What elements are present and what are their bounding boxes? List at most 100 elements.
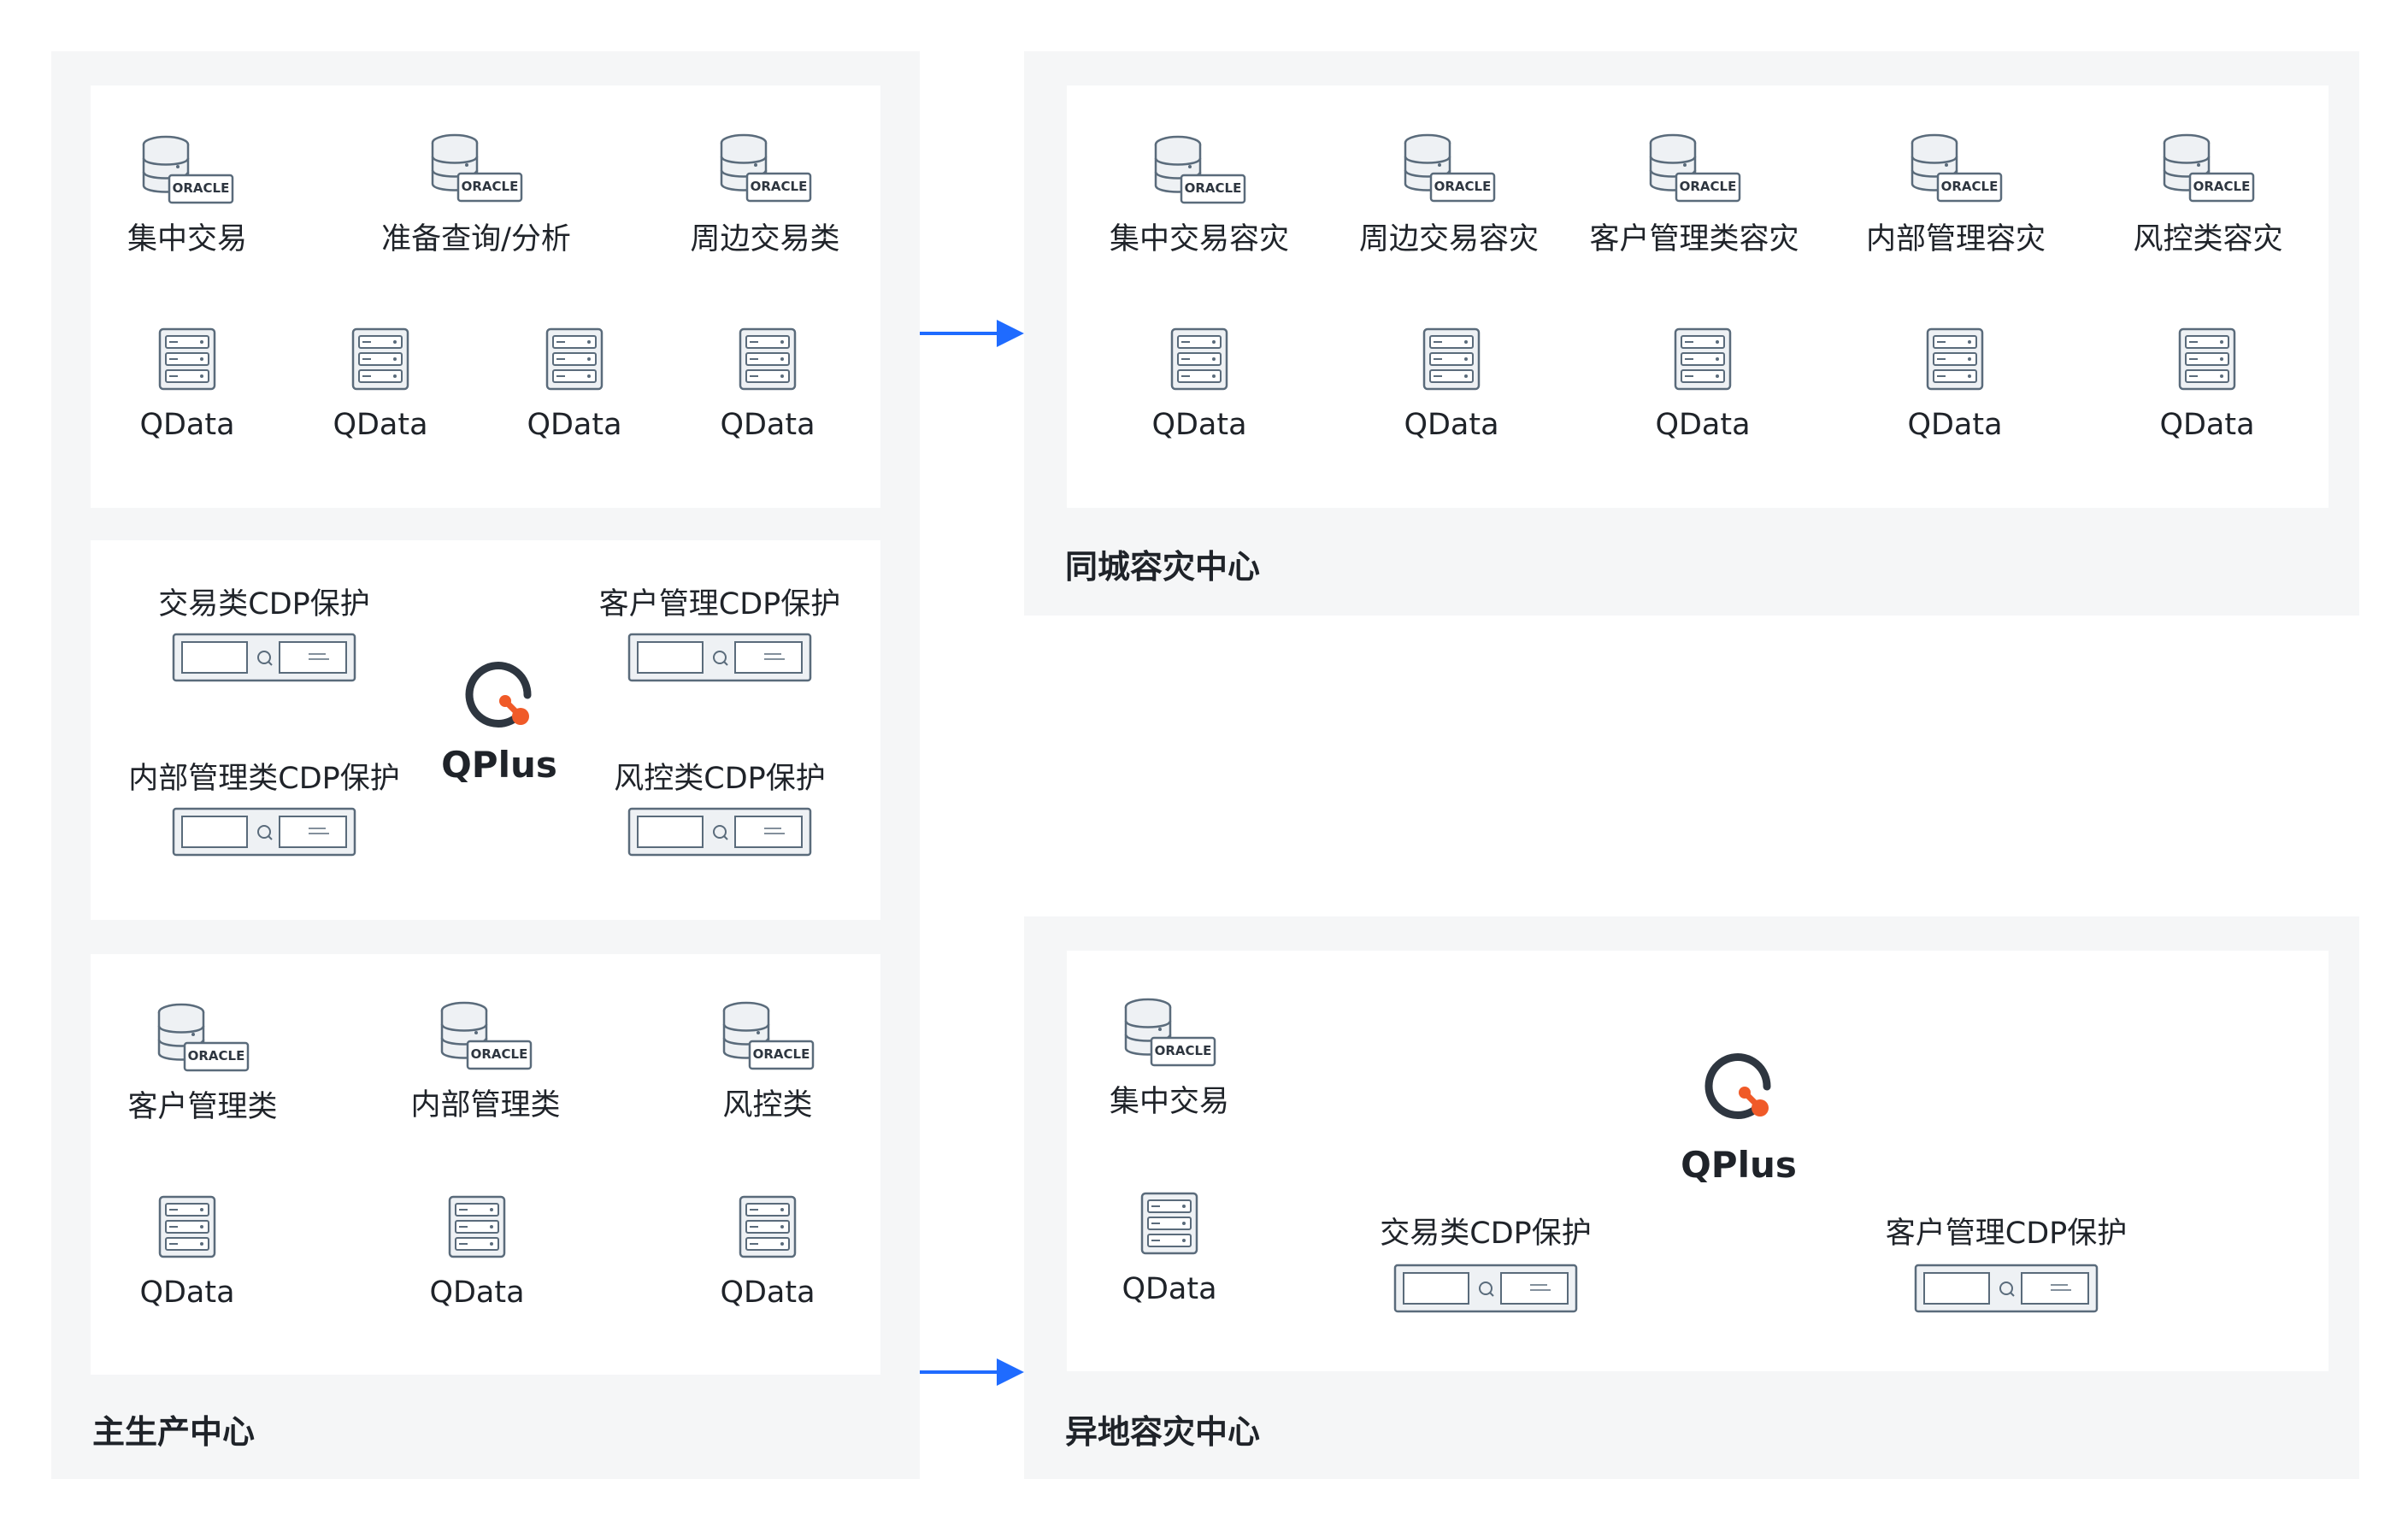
- same-city-panel: [1067, 85, 2329, 508]
- oracle-database-icon: [1152, 133, 1246, 209]
- qdata-label: QData: [333, 408, 428, 442]
- cdp-label: 客户管理CDP保护: [1885, 1217, 2128, 1251]
- cdp-label: 风控类CDP保护: [614, 762, 826, 796]
- oracle-badge: ORACLE: [2193, 179, 2251, 194]
- oracle-badge: ORACLE: [187, 1048, 245, 1063]
- db-node: ORACLE 周边交易类: [680, 131, 851, 257]
- main-cdp-panel: [91, 540, 880, 920]
- qplus-label: QPlus: [1681, 1144, 1797, 1186]
- db-label: 周边交易类: [690, 222, 840, 256]
- oracle-database-icon: [721, 999, 815, 1075]
- oracle-database-icon: [1402, 131, 1496, 208]
- qdata-label: QData: [527, 408, 622, 442]
- db-node: ORACLE 风控类: [682, 999, 853, 1123]
- cdp-label: 客户管理CDP保护: [598, 587, 841, 622]
- replication-arrow-same-city: [920, 320, 1024, 347]
- cdp-appliance-icon: [627, 633, 812, 682]
- oracle-badge: ORACLE: [461, 179, 519, 194]
- oracle-badge: ORACLE: [752, 1046, 810, 1062]
- oracle-badge: ORACLE: [1679, 179, 1737, 194]
- qdata-node: QData: [682, 1194, 853, 1311]
- qdata-node: QData: [1869, 327, 2040, 443]
- db-label: 集中交易: [1109, 1085, 1229, 1119]
- oracle-database-icon: [439, 999, 533, 1075]
- cdp-node: 风控类CDP保护: [596, 761, 844, 857]
- qdata-server-icon: [1139, 1191, 1199, 1256]
- oracle-database-icon: [429, 131, 523, 208]
- oracle-badge: ORACLE: [1434, 179, 1492, 194]
- qdata-label: QData: [1655, 408, 1751, 442]
- db-node: ORACLE 风控类容灾: [2105, 131, 2311, 257]
- cdp-label: 交易类CDP保护: [1380, 1217, 1592, 1251]
- oracle-database-icon: [718, 131, 812, 208]
- db-node: ORACLE 客户管理类: [117, 1000, 288, 1125]
- oracle-badge: ORACLE: [1184, 180, 1242, 196]
- oracle-badge: ORACLE: [1154, 1043, 1212, 1058]
- qdata-node: QData: [392, 1194, 562, 1311]
- oracle-database-icon: [1122, 995, 1216, 1072]
- cdp-appliance-icon: [627, 807, 812, 857]
- cdp-label: 内部管理类CDP保护: [128, 762, 400, 796]
- qdata-node: QData: [489, 327, 660, 443]
- qplus-node: QPlus: [1657, 1050, 1820, 1186]
- qplus-label: QPlus: [441, 744, 557, 786]
- oracle-badge: ORACLE: [750, 179, 808, 194]
- qdata-server-icon: [350, 327, 410, 392]
- qdata-label: QData: [2159, 408, 2255, 442]
- qdata-server-icon: [157, 1194, 217, 1259]
- db-node: ORACLE 内部管理容灾: [1853, 131, 2058, 257]
- qplus-node: QPlus: [418, 658, 580, 786]
- db-node: ORACLE 内部管理类: [400, 999, 571, 1123]
- qdata-node: QData: [102, 1194, 273, 1311]
- qdata-server-icon: [1169, 327, 1229, 392]
- db-label: 集中交易: [127, 222, 247, 256]
- db-label: 内部管理容灾: [1865, 222, 2046, 256]
- qdata-server-icon: [545, 327, 604, 392]
- qdata-node: QData: [2122, 327, 2293, 443]
- qdata-node: QData: [1617, 327, 1788, 443]
- db-label: 周边交易容灾: [1358, 222, 1539, 256]
- oracle-database-icon: [1647, 131, 1741, 208]
- qdata-label: QData: [720, 408, 815, 442]
- cdp-label: 交易类CDP保护: [158, 587, 370, 622]
- db-node: ORACLE 客户管理类容灾: [1583, 131, 1805, 257]
- qdata-server-icon: [738, 327, 798, 392]
- qdata-server-icon: [1673, 327, 1733, 392]
- oracle-badge: ORACLE: [470, 1046, 528, 1062]
- qdata-server-icon: [738, 1194, 798, 1259]
- cdp-node: 客户管理CDP保护: [1869, 1216, 2143, 1313]
- main-region-title: 主生产中心: [92, 1413, 256, 1451]
- db-node: ORACLE 集中交易: [102, 133, 273, 257]
- qplus-logo-icon: [1702, 1050, 1775, 1123]
- qdata-label: QData: [1404, 408, 1499, 442]
- cdp-appliance-icon: [1393, 1264, 1578, 1313]
- qdata-label: QData: [429, 1276, 525, 1310]
- qplus-logo-icon: [462, 658, 536, 732]
- db-label: 客户管理类容灾: [1589, 222, 1799, 256]
- replication-arrow-remote: [920, 1358, 1024, 1386]
- oracle-database-icon: [2161, 131, 2255, 208]
- qdata-label: QData: [1907, 408, 2003, 442]
- db-label: 风控类容灾: [2133, 222, 2283, 256]
- remote-panel: [1067, 951, 2329, 1371]
- qdata-server-icon: [1422, 327, 1481, 392]
- oracle-database-icon: [140, 133, 234, 209]
- db-label: 客户管理类: [127, 1090, 278, 1124]
- qdata-server-icon: [2177, 327, 2237, 392]
- cdp-appliance-icon: [1914, 1264, 2099, 1313]
- qdata-node: QData: [682, 327, 853, 443]
- db-node: ORACLE 准备查询/分析: [374, 131, 579, 257]
- oracle-database-icon: [156, 1000, 250, 1077]
- cdp-node: 客户管理CDP保护: [583, 586, 857, 682]
- oracle-badge: ORACLE: [172, 180, 230, 196]
- cdp-node: 内部管理类CDP保护: [119, 761, 409, 857]
- qdata-server-icon: [1925, 327, 1985, 392]
- db-node: ORACLE 周边交易容灾: [1346, 131, 1551, 257]
- qdata-server-icon: [447, 1194, 507, 1259]
- qdata-label: QData: [1151, 408, 1247, 442]
- qdata-node: QData: [1084, 1191, 1255, 1307]
- cdp-appliance-icon: [172, 807, 356, 857]
- oracle-badge: ORACLE: [1940, 179, 1999, 194]
- remote-region-title: 异地容灾中心: [1065, 1413, 1261, 1451]
- db-label: 风控类: [722, 1088, 813, 1122]
